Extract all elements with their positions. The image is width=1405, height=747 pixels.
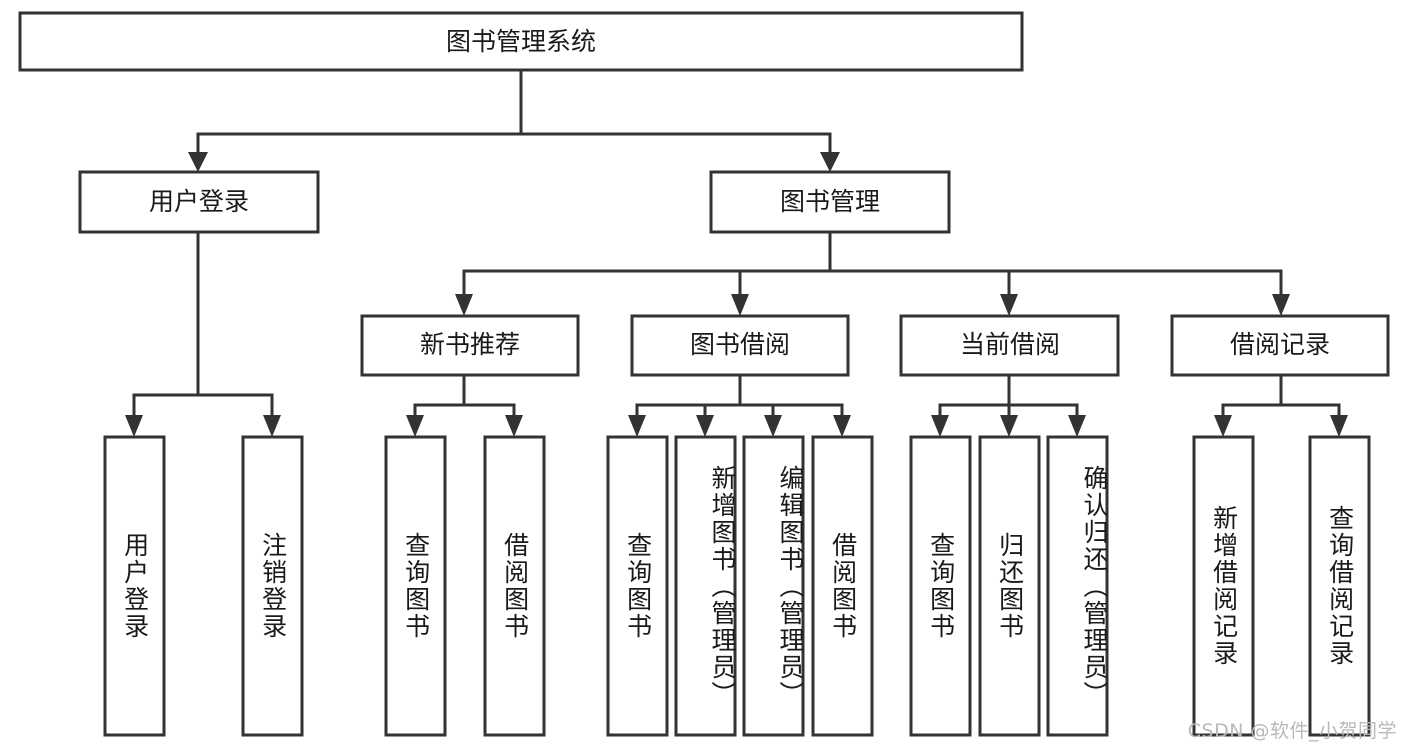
arrowhead-leaf-query-book-1 bbox=[406, 415, 424, 437]
node-borrow-record-label: 借阅记录 bbox=[1230, 330, 1330, 359]
node-leaf-borrow-book-1[interactable] bbox=[483, 435, 546, 737]
arrowhead-leaf-confirm-return bbox=[1068, 415, 1086, 437]
node-leaf-query-book-2[interactable] bbox=[606, 435, 669, 737]
arrowhead-new-book-recommend bbox=[455, 294, 473, 316]
arrowhead-leaf-query-book-2 bbox=[628, 415, 646, 437]
arrowhead-user-login bbox=[188, 152, 208, 172]
arrowhead-leaf-edit-book bbox=[764, 415, 782, 437]
arrowhead-current-borrow bbox=[1000, 294, 1018, 316]
arrowhead-leaf-logout bbox=[263, 415, 281, 437]
node-new-book-recommend[interactable] bbox=[360, 314, 580, 377]
node-book-management[interactable] bbox=[709, 170, 951, 234]
node-leaf-add-record[interactable] bbox=[1192, 435, 1255, 737]
node-leaf-query-book-3[interactable] bbox=[909, 435, 972, 737]
node-user-login-label: 用户登录 bbox=[149, 187, 249, 216]
node-book-borrow-label: 图书借阅 bbox=[690, 330, 790, 359]
node-group: 图书管理系统 用户登录 图书管理 新书推荐 图书借阅 当前借阅 借阅记录 bbox=[18, 11, 1390, 737]
arrowhead-book-management bbox=[820, 152, 840, 172]
arrowhead-book-borrow bbox=[731, 294, 749, 316]
arrowhead-leaf-return-book bbox=[1000, 415, 1018, 437]
arrowhead-borrow-record bbox=[1272, 294, 1290, 316]
node-leaf-confirm-return[interactable] bbox=[1046, 435, 1109, 737]
arrowhead-leaf-add-record bbox=[1214, 415, 1232, 437]
node-leaf-edit-book[interactable] bbox=[742, 435, 805, 737]
node-leaf-logout[interactable] bbox=[241, 435, 304, 737]
node-borrow-record[interactable] bbox=[1170, 314, 1390, 377]
node-book-management-label: 图书管理 bbox=[780, 187, 880, 216]
node-leaf-query-book-1[interactable] bbox=[384, 435, 447, 737]
arrowhead-leaf-user-login bbox=[125, 415, 143, 437]
node-leaf-user-login[interactable] bbox=[103, 435, 166, 737]
node-root-label: 图书管理系统 bbox=[446, 27, 596, 56]
node-user-login[interactable] bbox=[78, 170, 320, 234]
node-book-borrow[interactable] bbox=[630, 314, 850, 377]
node-current-borrow-label: 当前借阅 bbox=[960, 330, 1060, 359]
node-leaf-borrow-book-2[interactable] bbox=[811, 435, 874, 737]
edge-group bbox=[125, 68, 1348, 437]
arrowhead-leaf-borrow-book-1 bbox=[505, 415, 523, 437]
node-root[interactable] bbox=[18, 11, 1024, 72]
csdn-watermark: CSDN @软件_小贺同学 bbox=[1187, 720, 1397, 742]
node-leaf-query-record[interactable] bbox=[1308, 435, 1371, 737]
node-leaf-return-book[interactable] bbox=[978, 435, 1041, 737]
node-current-borrow[interactable] bbox=[899, 314, 1120, 377]
arrowhead-leaf-query-book-3 bbox=[931, 415, 949, 437]
node-new-book-recommend-label: 新书推荐 bbox=[420, 330, 520, 359]
node-leaf-add-book[interactable] bbox=[674, 435, 737, 737]
arrowhead-leaf-borrow-book-2 bbox=[833, 415, 851, 437]
arrowhead-leaf-query-record bbox=[1330, 415, 1348, 437]
arrowhead-leaf-add-book bbox=[696, 415, 714, 437]
